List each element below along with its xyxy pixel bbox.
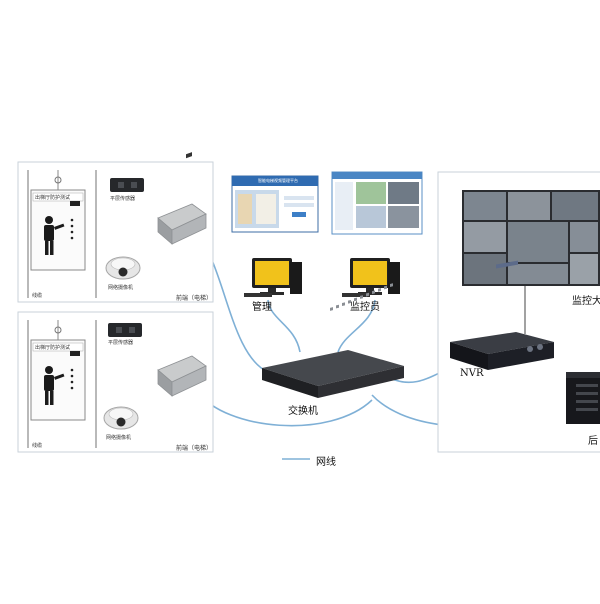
position-sensor-1 [110,178,144,192]
unit-caption-1: 前端（电梯） [176,295,213,302]
cable-gateway2-to-switch [197,391,373,427]
person-icon [44,216,65,255]
cable-tag-2: 线缆 [32,443,43,449]
management-workstation [244,258,302,297]
cable-management-to-switch [267,299,301,353]
pulley [54,326,62,334]
switch-ports [330,283,393,311]
management-label: 管理 [252,302,272,313]
monitor-operator-label: 监控员 [350,302,380,313]
camera-label-1: 网络摄像机 [108,285,134,291]
floor-buttons [70,368,74,390]
switch-label: 交换机 [288,406,318,417]
car-plate-2: 出梯厅防护测试 [35,345,71,351]
network-switch [262,283,404,398]
car-indicator [70,351,80,356]
video-gateway-2 [157,355,207,397]
person-icon [44,366,65,405]
unit-caption-2: 前端（电梯） [176,445,213,452]
monitor-software-screenshot [331,171,423,235]
position-sensor-2 [108,323,142,337]
dome-camera-2 [103,406,139,430]
car-header-plate [32,342,84,352]
floor-buttons [70,218,74,240]
management-screen-title: 智能电梯视频管理平台 [258,178,298,183]
position-sensor-label-1: 平层传感器 [110,196,136,202]
elevator-unit-1 [17,152,214,303]
storage-server [566,372,600,424]
car-plate-1: 出梯厅防护测试 [35,195,71,201]
position-sensor-label-2: 平层传感器 [108,340,134,346]
car-indicator [70,201,80,206]
cable-tag-1: 线缆 [32,293,43,299]
nvr-device [450,260,554,370]
management-screenshot [231,175,319,233]
storage-label: 后 [588,436,598,447]
legend-label: 网线 [316,457,336,468]
cable-monitor-to-switch [337,299,376,353]
elevator-unit-2 [17,311,214,453]
control-room-panel [437,171,600,453]
dome-camera-1 [105,256,141,280]
car-header-plate [32,192,84,202]
video-wall-label: 监控大 [572,296,600,307]
pulley [54,176,62,184]
camera-label-2: 网络摄像机 [106,435,132,441]
nvr-label: NVR [460,368,484,379]
monitor-workstation [342,258,400,297]
video-gateway-1 [157,152,207,245]
video-wall [462,190,600,286]
